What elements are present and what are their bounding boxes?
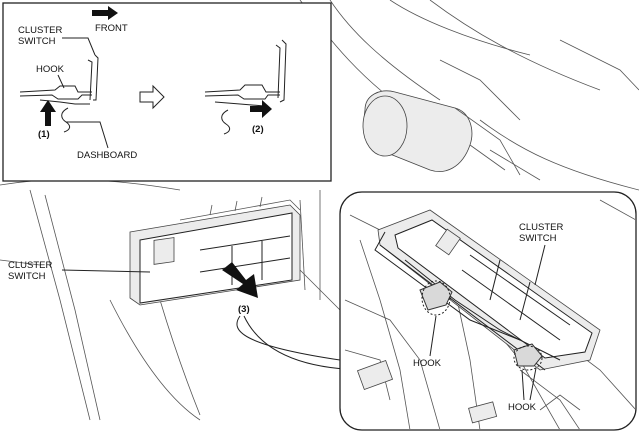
inset-step1-label: (1)	[38, 129, 50, 140]
main-cluster-switch	[129, 196, 301, 306]
transition-arrow-icon	[139, 84, 165, 110]
main-cluster-switch-label-line2: SWITCH	[8, 271, 46, 282]
detail-cluster-switch-label-line2: SWITCH	[519, 233, 557, 244]
step2-arrow-icon	[250, 100, 272, 118]
front-arrow-icon	[92, 6, 118, 20]
step3-label: (3)	[238, 304, 250, 315]
detail-hook-right-label: HOOK	[508, 402, 537, 413]
inset-dashboard-label: DASHBOARD	[77, 150, 137, 161]
inset-cluster-switch-label-line2: SWITCH	[18, 36, 56, 47]
detail-panel: CLUSTER SWITCH HOOK HOOK	[339, 191, 637, 431]
step3-arrow-icon	[222, 262, 258, 298]
inset-front-label: FRONT	[95, 23, 128, 34]
detail-hook-left-marker	[421, 280, 451, 316]
detail-leader-line-2	[236, 315, 341, 361]
step1-arrow-icon	[40, 100, 56, 126]
inset-panel: FRONT CLUSTER SWITCH HOOK (1) DASHBOARD …	[2, 2, 332, 182]
detail-cluster-switch-label-line1: CLUSTER	[519, 222, 563, 233]
main-cluster-switch-label: CLUSTER SWITCH	[8, 260, 151, 282]
inset-hook-label: HOOK	[36, 64, 65, 75]
inset-step2-label: (2)	[252, 124, 264, 135]
inset-cluster-switch-label-line1: CLUSTER	[18, 25, 62, 36]
detail-hook-right-marker	[513, 345, 543, 371]
main-cluster-switch-label-line1: CLUSTER	[8, 260, 52, 271]
detail-hook-left-label: HOOK	[413, 358, 442, 369]
